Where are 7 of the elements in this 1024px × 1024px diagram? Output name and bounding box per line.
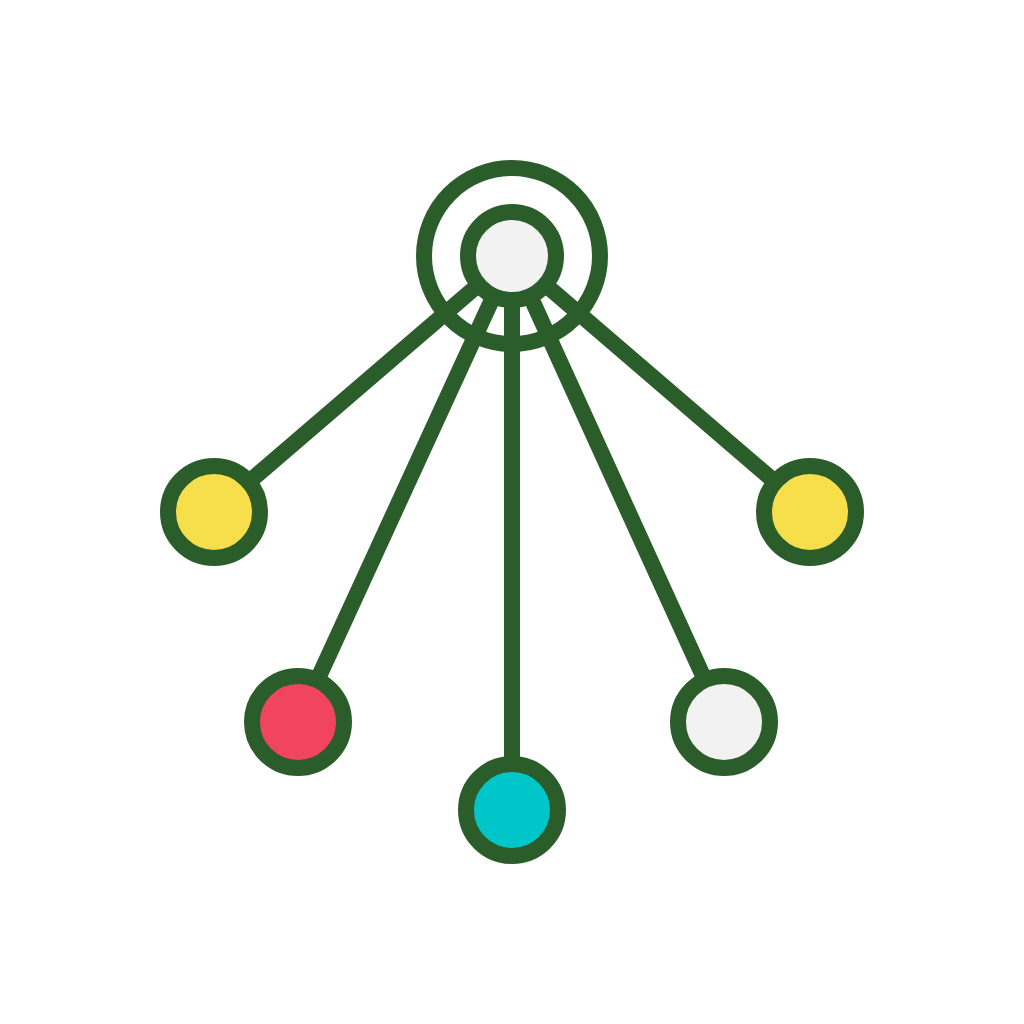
endpoint-node [244, 668, 352, 776]
connector-line [504, 304, 520, 760]
hub-node [460, 204, 564, 308]
endpoint-node [160, 458, 268, 566]
endpoint-node [756, 458, 864, 566]
endpoint-node [670, 668, 778, 776]
endpoint-node [458, 756, 566, 864]
